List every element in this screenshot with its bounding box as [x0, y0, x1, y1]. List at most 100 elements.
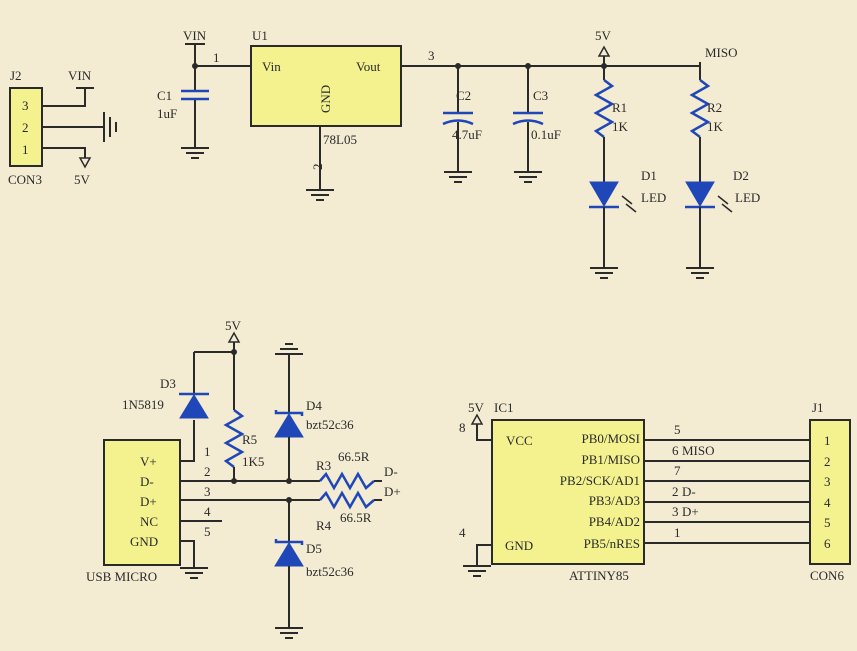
usb-body — [103, 439, 181, 566]
ic1-ref: IC1 — [494, 400, 514, 415]
usb-dminus-net: D- — [384, 464, 398, 479]
capacitor-c3: C3 0.1uF — [512, 66, 561, 183]
ic1-body — [491, 419, 645, 565]
ic1-gnd-pin: 4 — [459, 525, 466, 540]
c2-ref: C2 — [456, 88, 471, 103]
net-miso: MISO — [682, 443, 715, 458]
d5-value: bzt52c36 — [306, 564, 354, 579]
u1-pin-2: 2 — [310, 164, 325, 171]
usb-pin-3-num: 3 — [204, 484, 211, 499]
ic1-j1-wires: 5 6 MISO 7 2 D- 3 D+ 1 — [644, 422, 810, 544]
diode-d3: D3 1N5819 — [122, 351, 234, 419]
input-capacitor-c1: VIN 1 C1 1uF — [157, 28, 251, 159]
ic1-vcc: VCC — [506, 433, 533, 448]
j2-pin-3: 3 — [22, 98, 29, 113]
ic1-pin-pb2: PB2/SCK/AD1 — [560, 473, 640, 488]
d1-value: LED — [641, 190, 666, 205]
j1-name: CON6 — [810, 568, 844, 583]
u1-body — [250, 45, 402, 127]
net-dminus: D- — [682, 484, 696, 499]
pin-num-pb1: 6 — [672, 443, 679, 458]
j2-vin-label: VIN — [68, 68, 92, 83]
j1-body — [809, 419, 851, 565]
r5-ref: R5 — [242, 432, 257, 447]
usb-pin-1-label: V+ — [140, 454, 157, 469]
d2-ref: D2 — [733, 168, 749, 183]
connector-j1: J1 1 2 3 4 5 6 CON6 — [809, 400, 851, 583]
j1-pin-2: 2 — [824, 454, 831, 469]
pin-num-pb5: 1 — [674, 525, 681, 540]
pin-num-pb0: 5 — [674, 422, 681, 437]
ic1-gnd: GND — [505, 538, 533, 553]
d2-value: LED — [735, 190, 760, 205]
usb-pin-5-label: GND — [130, 534, 158, 549]
d1-ref: D1 — [641, 168, 657, 183]
usb-pin-1-num: 1 — [204, 444, 211, 459]
usb-pin-2-num: 2 — [204, 464, 211, 479]
j2-pin-1: 1 — [22, 142, 29, 157]
usb-pin-2-label: D- — [140, 474, 154, 489]
u1-pin-3: 3 — [428, 48, 435, 63]
r2-value: 1K — [707, 119, 724, 134]
d4-ref: D4 — [306, 398, 322, 413]
c1-value: 1uF — [157, 106, 177, 121]
connector-j2: J2 3 2 1 CON3 VIN 5V — [8, 68, 117, 187]
d3-value: 1N5819 — [122, 397, 164, 412]
ic1-pin-pb1: PB1/MISO — [581, 452, 640, 467]
u1-part: 78L05 — [323, 132, 357, 147]
ic1-pin-pb4: PB4/AD2 — [589, 514, 640, 529]
usb-5v-label: 5V — [225, 318, 242, 333]
usb-pin-3-label: D+ — [140, 494, 157, 509]
j2-5v-label: 5V — [74, 172, 91, 187]
d3-ref: D3 — [160, 376, 176, 391]
r2-ref: R2 — [707, 100, 722, 115]
j2-name: CON3 — [8, 172, 42, 187]
r3-ref: R3 — [316, 458, 331, 473]
j2-body — [9, 87, 43, 167]
r5-value: 1K5 — [242, 454, 264, 469]
usb-connector: V+ D- D+ NC GND 1 2 3 4 5 USB MICRO — [86, 420, 320, 584]
pin-num-pb3: 2 — [672, 484, 679, 499]
microcontroller-ic1: IC1 VCC GND PB0/MOSI PB1/MISO PB2/SCK/AD… — [459, 400, 645, 583]
ic1-part: ATTINY85 — [569, 568, 629, 583]
r1-ref: R1 — [612, 100, 627, 115]
r4-value: 66.5R — [340, 510, 372, 525]
top-5v-label: 5V — [595, 28, 612, 43]
series-resistors: R3 66.5R R4 66.5R D- D+ — [316, 449, 401, 533]
r1-value: 1K — [612, 119, 629, 134]
resistor-r5: 5V R5 1K5 — [223, 318, 264, 484]
miso-led-branch: MISO R2 1K D2 LED — [685, 45, 760, 279]
usb-pin-5-num: 5 — [204, 524, 211, 539]
c3-ref: C3 — [533, 88, 548, 103]
r4-ref: R4 — [316, 518, 332, 533]
j1-pin-1: 1 — [824, 433, 831, 448]
u1-ref: U1 — [252, 28, 268, 43]
zener-d4: D4 bzt52c36 — [274, 343, 354, 484]
net-dplus: D+ — [682, 504, 699, 519]
r3-value: 66.5R — [338, 449, 370, 464]
c1-ref: C1 — [157, 88, 172, 103]
j1-pin-3: 3 — [824, 474, 831, 489]
vin-label: VIN — [183, 28, 207, 43]
u1-pin-1: 1 — [213, 50, 220, 65]
usb-pin-4-num: 4 — [204, 504, 211, 519]
c3-value: 0.1uF — [531, 127, 561, 142]
power-led-branch: 5V R1 1K D1 LED — [589, 28, 666, 279]
usb-name: USB MICRO — [86, 569, 157, 584]
j2-pin-2: 2 — [22, 120, 29, 135]
d4-value: bzt52c36 — [306, 417, 354, 432]
usb-pin-4-label: NC — [140, 514, 158, 529]
zener-d5: D5 bzt52c36 — [274, 497, 354, 639]
ic1-5v-label: 5V — [468, 400, 485, 415]
j2-ref: J2 — [10, 68, 22, 83]
c2-value: 4.7uF — [452, 127, 482, 142]
ic1-pin-pb0: PB0/MOSI — [581, 431, 640, 446]
u1-vout-pin: Vout — [356, 59, 381, 74]
j1-ref: J1 — [812, 400, 824, 415]
pin-num-pb4: 3 — [672, 504, 679, 519]
miso-top-label: MISO — [705, 45, 738, 60]
j1-pin-5: 5 — [824, 515, 831, 530]
ic1-pin-pb5: PB5/nRES — [584, 536, 640, 551]
ic1-vcc-pin: 8 — [459, 420, 466, 435]
